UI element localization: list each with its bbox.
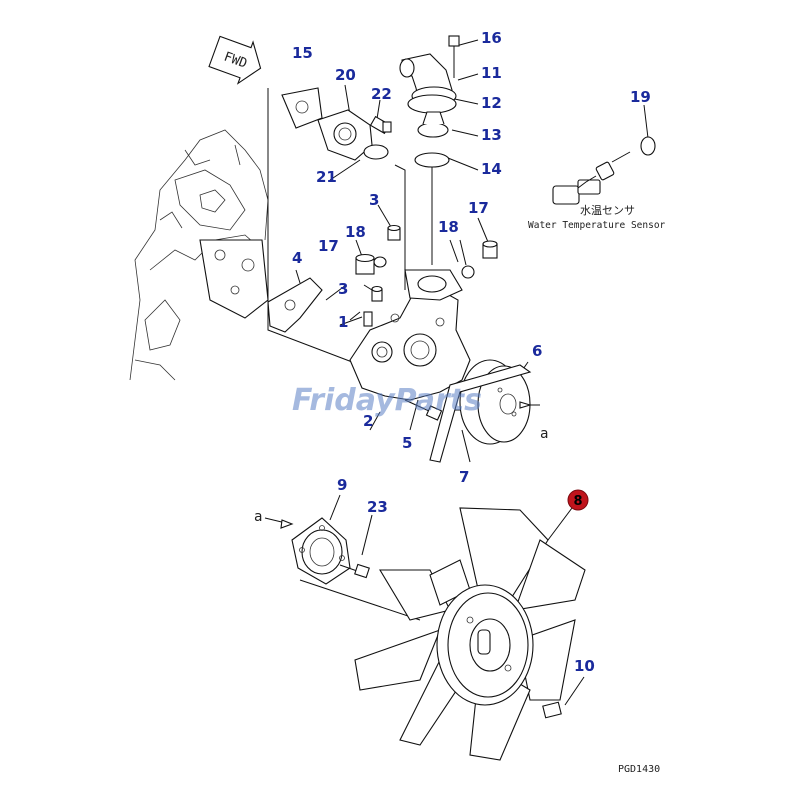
callout-14: 14 xyxy=(481,160,502,178)
o-ring-part-21 xyxy=(363,144,389,160)
watermark-logo: FridayParts xyxy=(292,383,482,418)
callout-20: 20 xyxy=(335,66,356,84)
callout-11: 11 xyxy=(481,64,502,82)
callout-3-lower: 3 xyxy=(338,280,348,298)
callout-4: 4 xyxy=(292,249,302,267)
plug-part-3-lower xyxy=(371,285,383,302)
bolt-part-22 xyxy=(369,115,392,135)
callout-18-right: 18 xyxy=(438,218,459,236)
callout-18-left: 18 xyxy=(345,223,366,241)
callout-8: 8 xyxy=(573,494,582,509)
water-pump-part-2 xyxy=(349,269,471,401)
water-temperature-sensor xyxy=(552,136,656,205)
sensor-label-en: Water Temperature Sensor xyxy=(528,220,666,231)
fan-spacer-part-9 xyxy=(264,517,351,585)
bolt-part-16 xyxy=(448,35,460,78)
callout-22: 22 xyxy=(371,85,392,103)
v-belt-part-7 xyxy=(429,364,532,463)
bolt-part-10 xyxy=(542,701,562,719)
callout-19: 19 xyxy=(630,88,651,106)
callout-1: 1 xyxy=(338,313,348,331)
bolt-part-23 xyxy=(339,563,370,579)
gasket-part-12 xyxy=(407,94,457,114)
gasket-part-14 xyxy=(414,152,450,168)
plug-part-3-upper xyxy=(387,224,401,241)
callout-17-right: 17 xyxy=(468,199,489,217)
callout-16: 16 xyxy=(481,29,502,47)
callout-5: 5 xyxy=(402,434,412,452)
fan-part-8 xyxy=(354,507,586,761)
callout-13: 13 xyxy=(481,126,502,144)
callout-2: 2 xyxy=(363,412,373,430)
callout-8-badge: 8 xyxy=(567,489,589,511)
callout-3-upper: 3 xyxy=(369,191,379,209)
gasket-part-15 xyxy=(281,87,323,129)
drain-cock-part-1 xyxy=(363,311,373,327)
thermostat-part-13 xyxy=(417,111,449,138)
callout-12: 12 xyxy=(481,94,502,112)
reference-letter-a-right: a xyxy=(540,426,548,442)
callout-6: 6 xyxy=(532,342,542,360)
callout-23: 23 xyxy=(367,498,388,516)
washer-part-18-left xyxy=(373,256,387,268)
callout-9: 9 xyxy=(337,476,347,494)
bolt-part-5 xyxy=(404,399,443,421)
plug-part-17-right xyxy=(482,240,498,259)
plug-part-17-left xyxy=(355,253,375,275)
fwd-arrow-icon: FWD xyxy=(208,35,262,85)
callout-21: 21 xyxy=(316,168,337,186)
sensor-label-jp: 水温センサ xyxy=(580,204,635,217)
callout-7: 7 xyxy=(459,468,469,486)
gasket-part-4 xyxy=(199,239,323,333)
callout-10: 10 xyxy=(574,657,595,675)
washer-part-18-right xyxy=(461,265,475,279)
drawing-code: PGD1430 xyxy=(618,764,660,775)
callout-17-left: 17 xyxy=(318,237,339,255)
reference-letter-a-left: a xyxy=(254,509,262,525)
callout-15: 15 xyxy=(292,44,313,62)
